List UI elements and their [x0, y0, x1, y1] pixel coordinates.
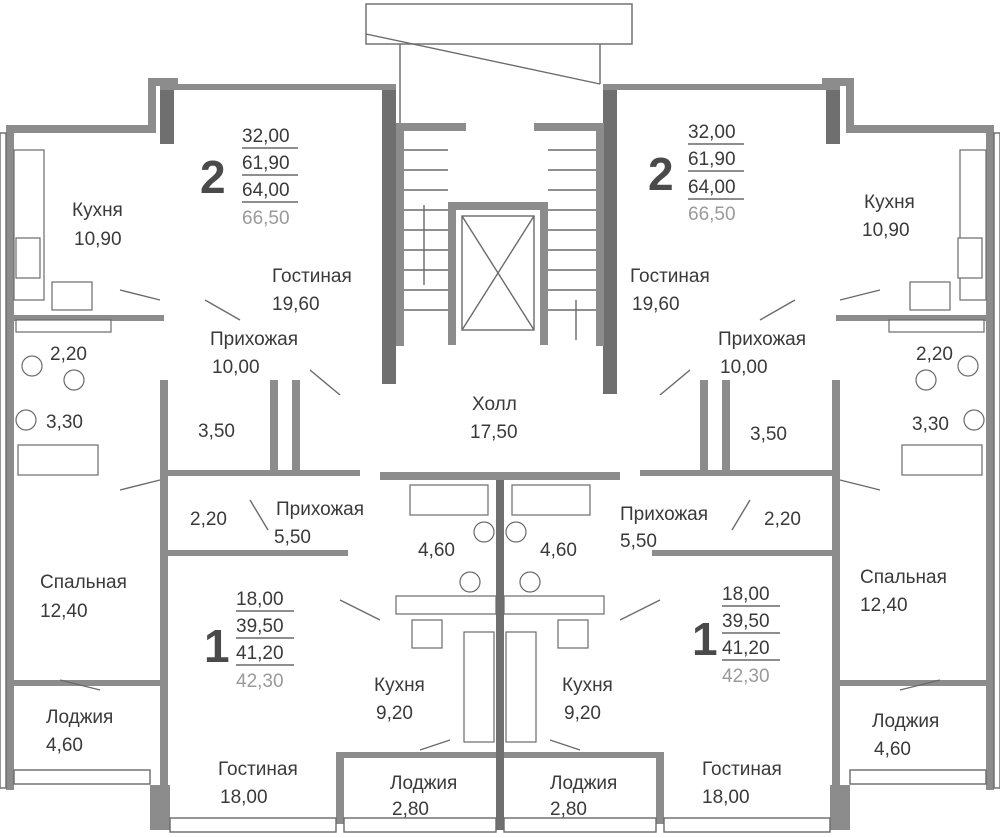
room-area: 2,20: [50, 344, 87, 365]
labels: 2 32,00 61,90 64,00 66,50 Кухня 10,90 Го…: [40, 122, 953, 820]
room-area: 3,50: [750, 424, 787, 445]
area-total-full: 66,50: [688, 204, 736, 225]
room-name: Кухня: [864, 192, 915, 213]
area-living: 32,00: [242, 126, 290, 147]
area-total-full: 42,30: [236, 671, 284, 692]
room-area: 4,60: [46, 735, 83, 756]
room-area: 18,00: [220, 787, 268, 808]
room-name: Кухня: [72, 200, 123, 221]
room-area: 10,00: [720, 357, 768, 378]
room-area: 10,00: [212, 357, 260, 378]
room-area: 10,90: [74, 229, 122, 250]
room-name: Гостиная: [630, 266, 710, 287]
apartment-bottom-left: 1 18,00 39,50 41,20 42,30 2,20 Прихожая …: [190, 499, 457, 820]
room-area: 2,20: [764, 509, 801, 530]
room-name: Прихожая: [718, 329, 806, 350]
area-total-balcony: 41,20: [236, 643, 284, 664]
room-area: 12,40: [40, 601, 88, 622]
room-area: 4,60: [418, 540, 455, 561]
room-name: Гостиная: [272, 266, 352, 287]
area-living: 18,00: [722, 584, 770, 605]
room-name: Спальная: [860, 567, 947, 588]
details: [0, 3, 1000, 833]
area-total-balcony: 64,00: [242, 180, 290, 201]
room-area: 9,20: [564, 703, 601, 724]
room-area: 9,20: [376, 703, 413, 724]
area-living: 32,00: [688, 122, 736, 143]
room-area: 2,20: [190, 509, 227, 530]
apartment-bottom-right: 1 18,00 39,50 41,20 42,30 2,20 Прихожая …: [540, 504, 801, 820]
room-name: Прихожая: [620, 504, 708, 525]
room-area: 4,60: [874, 739, 911, 760]
room-area: 19,60: [632, 294, 680, 315]
area-total: 61,90: [688, 149, 736, 170]
room-area: 19,60: [272, 294, 320, 315]
room-name: Холл: [472, 394, 517, 415]
area-total-balcony: 64,00: [688, 177, 736, 198]
room-name: Лоджия: [872, 711, 939, 732]
room-area: 12,40: [860, 595, 908, 616]
room-area: 10,90: [862, 220, 910, 241]
room-name: Прихожая: [210, 329, 298, 350]
room-area: 3,30: [46, 412, 83, 433]
room-name: Кухня: [562, 675, 613, 696]
apartment-top-left: 2 32,00 61,90 64,00 66,50 Кухня 10,90 Го…: [46, 126, 352, 442]
room-count: 1: [204, 620, 230, 672]
room-name: Спальная: [40, 572, 127, 593]
room-name: Лоджия: [390, 773, 457, 794]
room-area: 2,80: [550, 799, 587, 820]
area-total: 39,50: [722, 611, 770, 632]
room-area: 3,50: [198, 421, 235, 442]
room-area: 3,30: [912, 414, 949, 435]
room-name: Кухня: [374, 675, 425, 696]
room-area: 2,80: [392, 799, 429, 820]
room-name: Прихожая: [276, 499, 364, 520]
area-living: 18,00: [236, 589, 284, 610]
area-total: 39,50: [236, 616, 284, 637]
area-total-full: 66,50: [242, 208, 290, 229]
area-total: 61,90: [242, 153, 290, 174]
fixtures: [13, 149, 987, 743]
room-area: 5,50: [620, 531, 657, 552]
room-name: Лоджия: [550, 773, 617, 794]
area-total-balcony: 41,20: [722, 638, 770, 659]
area-total-full: 42,30: [722, 666, 770, 687]
walls: [6, 78, 994, 830]
room-count: 1: [692, 613, 718, 665]
room-count: 2: [200, 151, 226, 203]
room-count: 2: [648, 148, 674, 200]
apartment-top-right: 2 32,00 61,90 64,00 66,50 Кухня 10,90 Го…: [630, 122, 953, 445]
room-name: Гостиная: [218, 759, 298, 780]
room-name: Гостиная: [702, 759, 782, 780]
room-area: 2,20: [916, 344, 953, 365]
room-area: 17,50: [470, 422, 518, 443]
room-area: 4,60: [540, 540, 577, 561]
room-name: Лоджия: [46, 707, 113, 728]
room-area: 5,50: [274, 527, 311, 548]
room-area: 18,00: [702, 787, 750, 808]
